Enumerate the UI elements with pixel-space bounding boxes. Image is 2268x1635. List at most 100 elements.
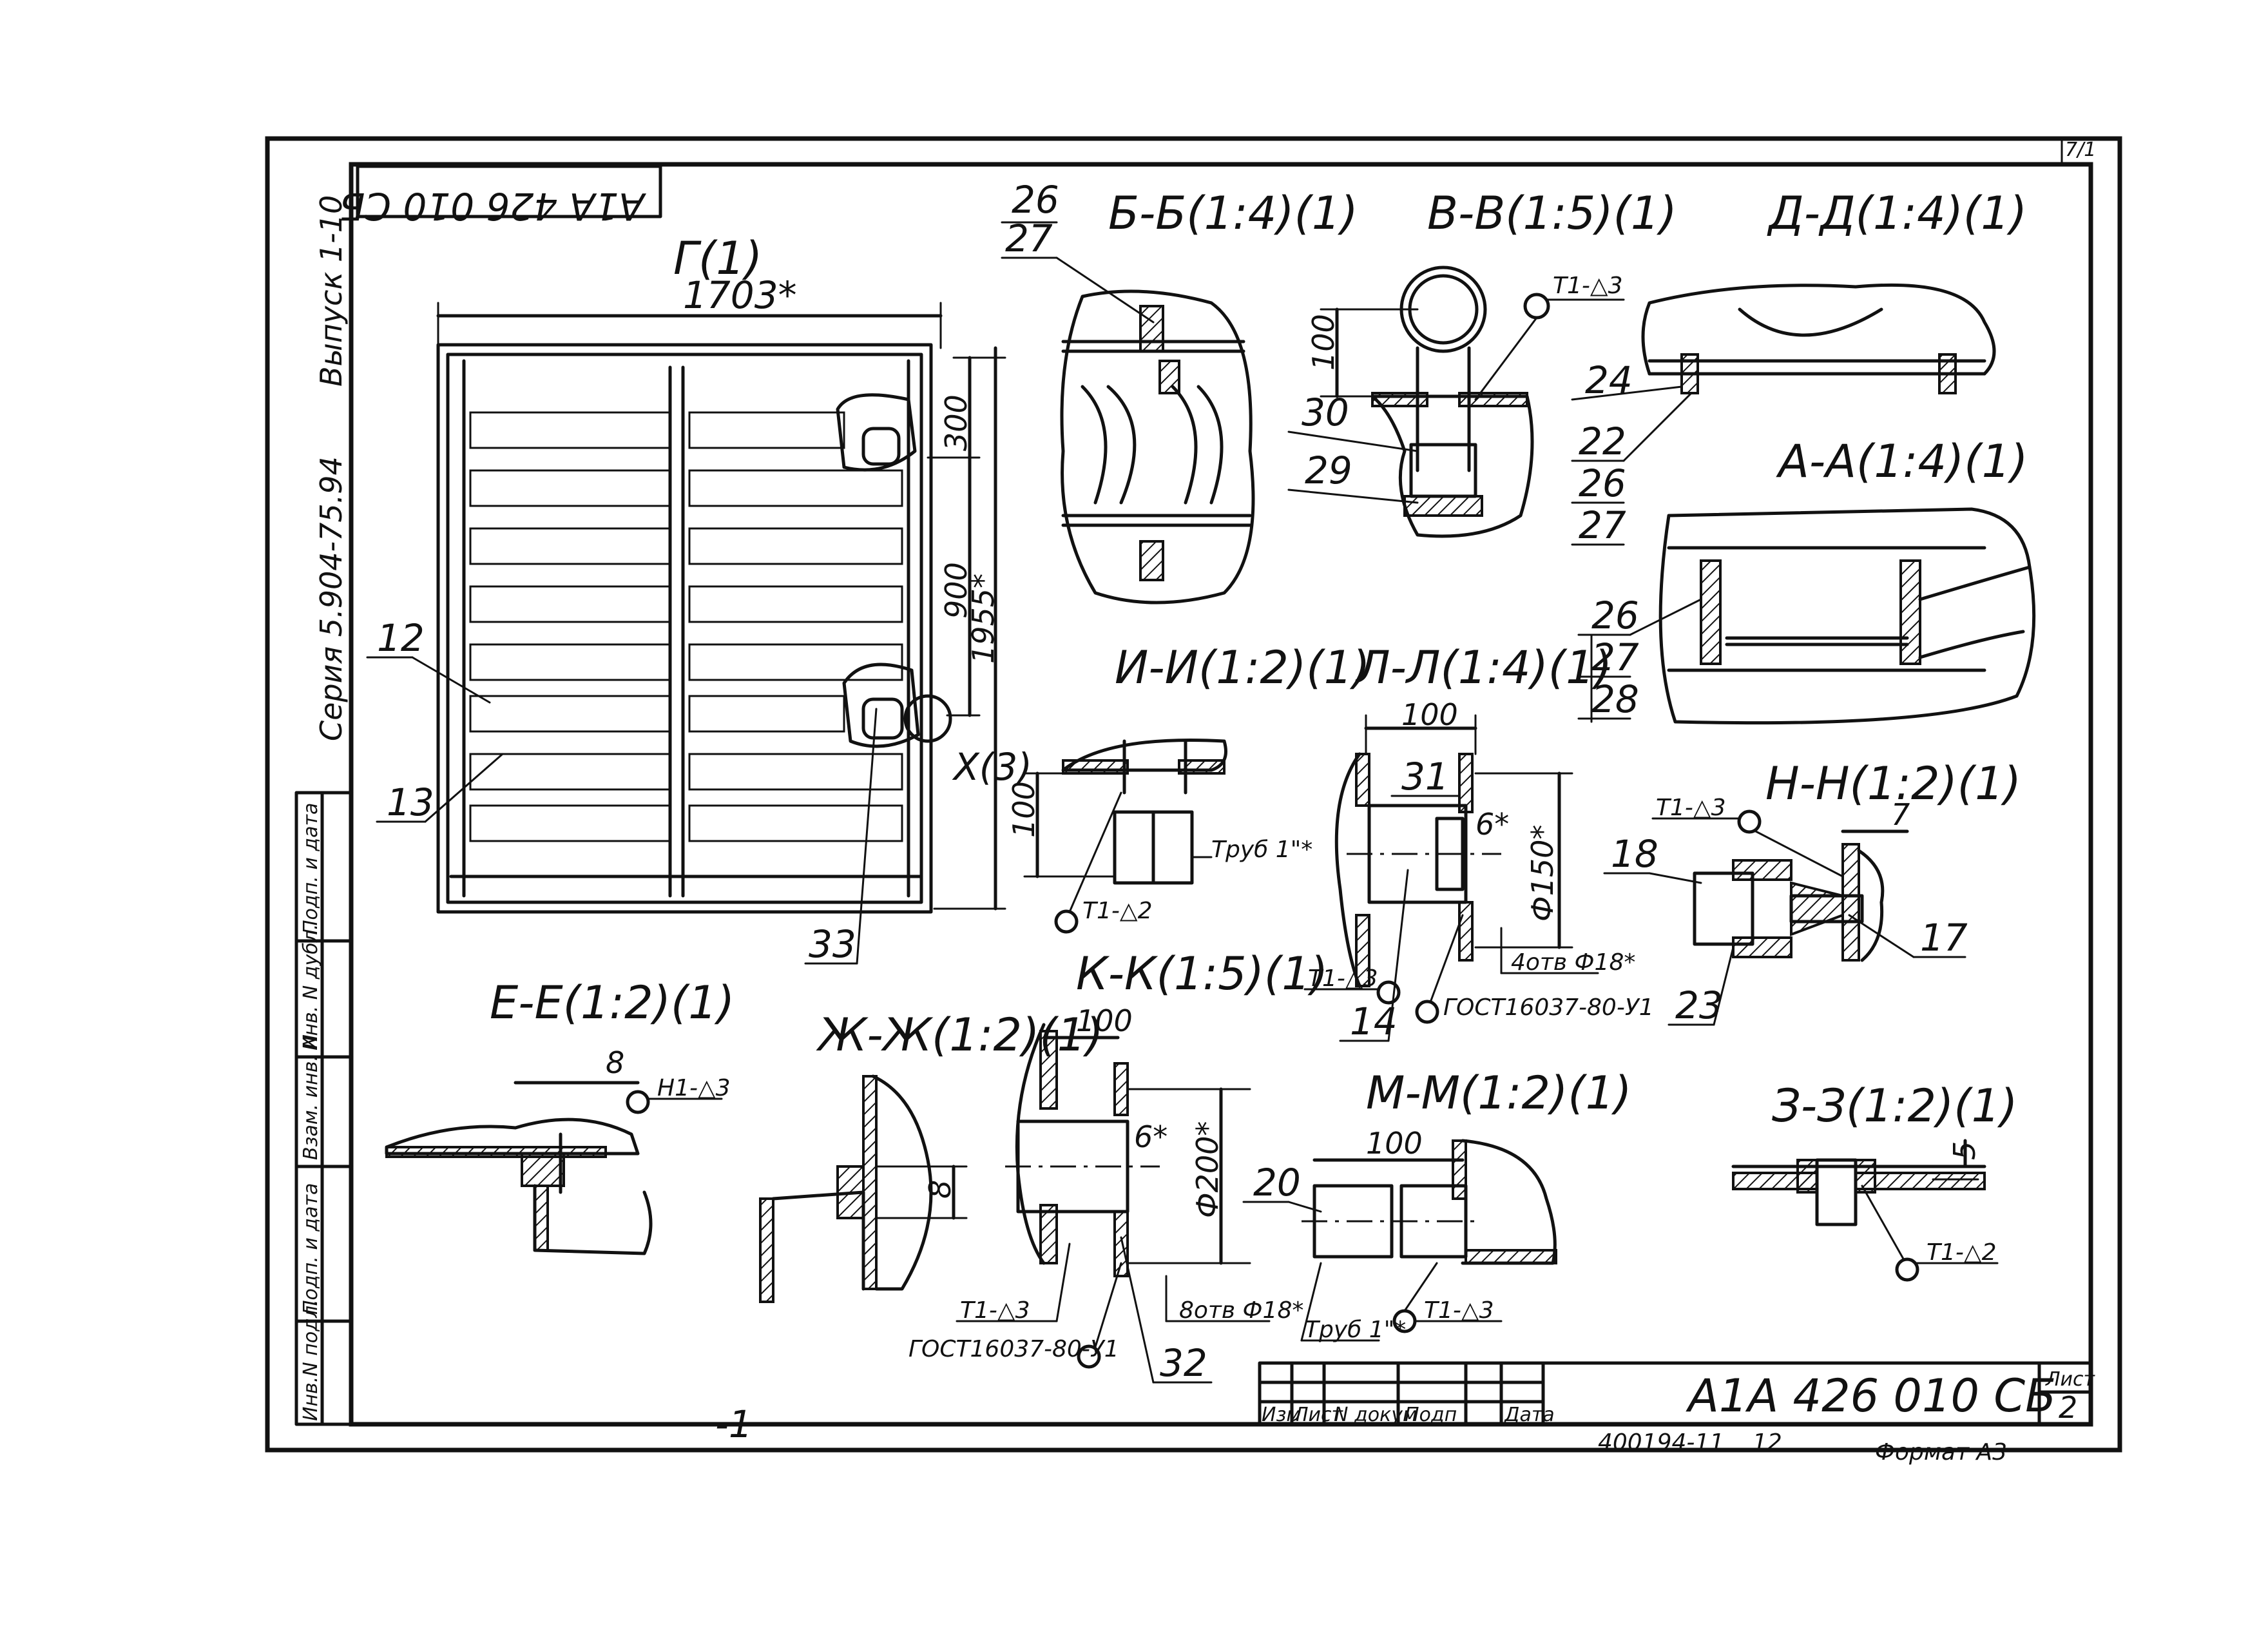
format-label: Формат А3 (1875, 1439, 2007, 1466)
view-kk-dim: 100 (1076, 1003, 1133, 1038)
view-nn-weld: Т1-△3 (1656, 795, 1725, 821)
view-vv: В-В(1:5)(1) 100 Т1-△3 30 29 (1287, 187, 1677, 538)
view-kk: К-К(1:5)(1) 100 Ф200* 6* 8отв Ф18* Т1-△3… (908, 947, 1328, 1385)
view-ll-thick: 6* (1475, 807, 1509, 842)
view-zz-dim: 5 (1947, 1141, 1982, 1160)
callout-dd-27: 27 (1579, 503, 1626, 547)
callout-33: 33 (809, 922, 856, 966)
view-ll-dim: 100 (1401, 697, 1458, 732)
stamp-cell-4: Инв. N дубл. (300, 924, 322, 1051)
view-bb-title: Б-Б(1:4)(1) (1108, 187, 1358, 240)
callout-nn-18: 18 (1611, 832, 1658, 876)
rotated-code-box (356, 164, 662, 218)
view-ee-weld: Н1-△3 (657, 1075, 731, 1101)
callout-mm-20: 20 (1253, 1161, 1301, 1204)
callout-aa-28: 28 (1591, 677, 1639, 721)
callout-dd-22: 22 (1579, 420, 1626, 463)
stamp-cell-3: Взам. инв. N (300, 1034, 322, 1160)
view-ee-title: Е-Е(1:2)(1) (490, 976, 735, 1029)
view-kk-thick: 6* (1134, 1119, 1168, 1154)
view-ee-dim: 8 (606, 1045, 624, 1080)
view-nn-title: Н-Н(1:2)(1) (1765, 757, 2021, 810)
stamp-cell-1: Инв.N подл. (300, 1299, 322, 1421)
callout-dd-26: 26 (1579, 461, 1626, 505)
view-nn: Н-Н(1:2)(1) Т1-△3 7 18 17 23 (1603, 757, 2021, 1027)
callout-bb-27: 27 (1005, 217, 1053, 260)
corner-mark: 7/1 (2065, 139, 2096, 161)
view-dd: Д-Д(1:4)(1) 24 22 26 27 (1571, 187, 2027, 547)
view-g-dim-900: 900 (939, 562, 974, 619)
view-aa: А-А(1:4)(1) 26 27 28 (1577, 435, 2036, 725)
view-g-dim-300: 300 (939, 394, 974, 451)
view-ll: Л-Л(1:4)(1) 100 31 Ф150* 6* 4отв Ф18* Т1… (1303, 641, 1654, 1043)
bottom-mark: -1 (715, 1402, 753, 1446)
side-stamp: Подп. и дата Инв. N дубл. Взам. инв. N П… (294, 791, 353, 1426)
view-ii-weld: Т1-△2 (1082, 898, 1152, 924)
view-ll-std: ГОСТ16037-80-У1 (1443, 994, 1654, 1021)
view-ll-weld: Т1-△3 (1308, 965, 1378, 992)
view-zhzh: Ж-Ж(1:2)(1) 8 (759, 1009, 1104, 1303)
view-vv-title: В-В(1:5)(1) (1427, 187, 1677, 240)
view-zz-title: З-З(1:2)(1) (1772, 1079, 2017, 1132)
title-block: Изм Лист N докум Подп Дата А1А 426 010 С… (1258, 1361, 2096, 1426)
view-g-dim-total: 1955* (966, 574, 1001, 664)
view-g: Г(1) 1703* X(3) (366, 232, 1032, 966)
view-mm-pipe: Труб 1"* (1305, 1317, 1406, 1343)
view-kk-dia: Ф200* (1190, 1121, 1225, 1218)
sheet-label: Лист (2045, 1368, 2096, 1391)
callout-13: 13 (387, 780, 434, 824)
tb-col-sign: Подп (1405, 1404, 1457, 1426)
view-zz: З-З(1:2)(1) 5 Т1-△2 (1731, 1079, 2017, 1282)
outer-frame (265, 136, 2122, 1453)
view-mm: М-М(1:2)(1) 100 20 Труб 1"* Т1-△3 (1242, 1067, 1631, 1343)
stamp-cell-5: Подп. и дата (300, 803, 322, 934)
view-g-width: 1703* (683, 273, 797, 317)
page-number: 2 (2059, 1390, 2077, 1425)
callout-aa-27: 27 (1591, 635, 1639, 679)
view-mm-weld: Т1-△3 (1424, 1297, 1494, 1324)
callout-nn-17: 17 (1920, 916, 1968, 960)
callout-bb-26: 26 (1012, 178, 1059, 222)
view-zhzh-dim: 8 (923, 1180, 957, 1199)
callout-30: 30 (1302, 391, 1349, 434)
view-vv-dim: 100 (1306, 314, 1341, 371)
view-ii-title: И-И(1:2)(1) (1115, 641, 1370, 694)
view-nn-dim: 7 (1891, 797, 1910, 832)
callout-kk-32: 32 (1160, 1341, 1207, 1385)
series-rotated: Серия 5.904-75.94 (314, 456, 349, 741)
tb-col-izm: Изм (1262, 1404, 1301, 1426)
view-aa-title: А-А(1:4)(1) (1776, 435, 2028, 488)
inventory-number: 400194-11 (1598, 1429, 1724, 1456)
tb-col-doc: N докум (1334, 1404, 1418, 1426)
view-ll-dia: Ф150* (1525, 825, 1560, 922)
rotated-code: А1А 426 010 СБ (340, 184, 647, 228)
view-vv-weld: Т1-△3 (1553, 273, 1622, 299)
view-ii-dim: 100 (1006, 781, 1041, 838)
callout-aa-26: 26 (1591, 594, 1639, 637)
tb-col-date: Дата (1503, 1404, 1555, 1426)
view-mm-title: М-М(1:2)(1) (1366, 1067, 1631, 1119)
main-code: А1А 426 010 СБ (1686, 1369, 2056, 1422)
view-g-title: Г(1) (673, 232, 762, 285)
louvre-blades (469, 411, 903, 842)
view-ll-title: Л-Л(1:4)(1) (1354, 641, 1612, 694)
view-zhzh-title: Ж-Ж(1:2)(1) (816, 1009, 1104, 1061)
callout-29: 29 (1305, 449, 1352, 492)
view-kk-std: ГОСТ16037-80-У1 (908, 1336, 1119, 1362)
view-dd-title: Д-Д(1:4)(1) (1767, 187, 2027, 240)
stamp-cell-2: Подп. и дата (300, 1183, 322, 1315)
tb-col-list: Лист (1293, 1404, 1344, 1426)
callout-12: 12 (377, 616, 425, 660)
view-bb: Б-Б(1:4)(1) 26 27 (1001, 178, 1358, 605)
view-ll-holes: 4отв Ф18* (1511, 949, 1635, 976)
view-ii: И-И(1:2)(1) 100 Труб 1"* Т1-△2 (1006, 641, 1370, 934)
view-ee: Е-Е(1:2)(1) 8 Н1-△3 (385, 976, 735, 1255)
view-ii-pipe: Труб 1"* (1211, 837, 1312, 863)
view-kk-holes: 8отв Ф18* (1179, 1297, 1303, 1324)
view-kk-title: К-К(1:5)(1) (1076, 947, 1328, 1000)
view-g-detail: X(3) (952, 745, 1032, 789)
view-kk-weld: Т1-△3 (960, 1297, 1030, 1324)
issue-rotated: Выпуск 1-10 (314, 195, 349, 387)
inventory-page: 12 (1753, 1429, 1782, 1456)
